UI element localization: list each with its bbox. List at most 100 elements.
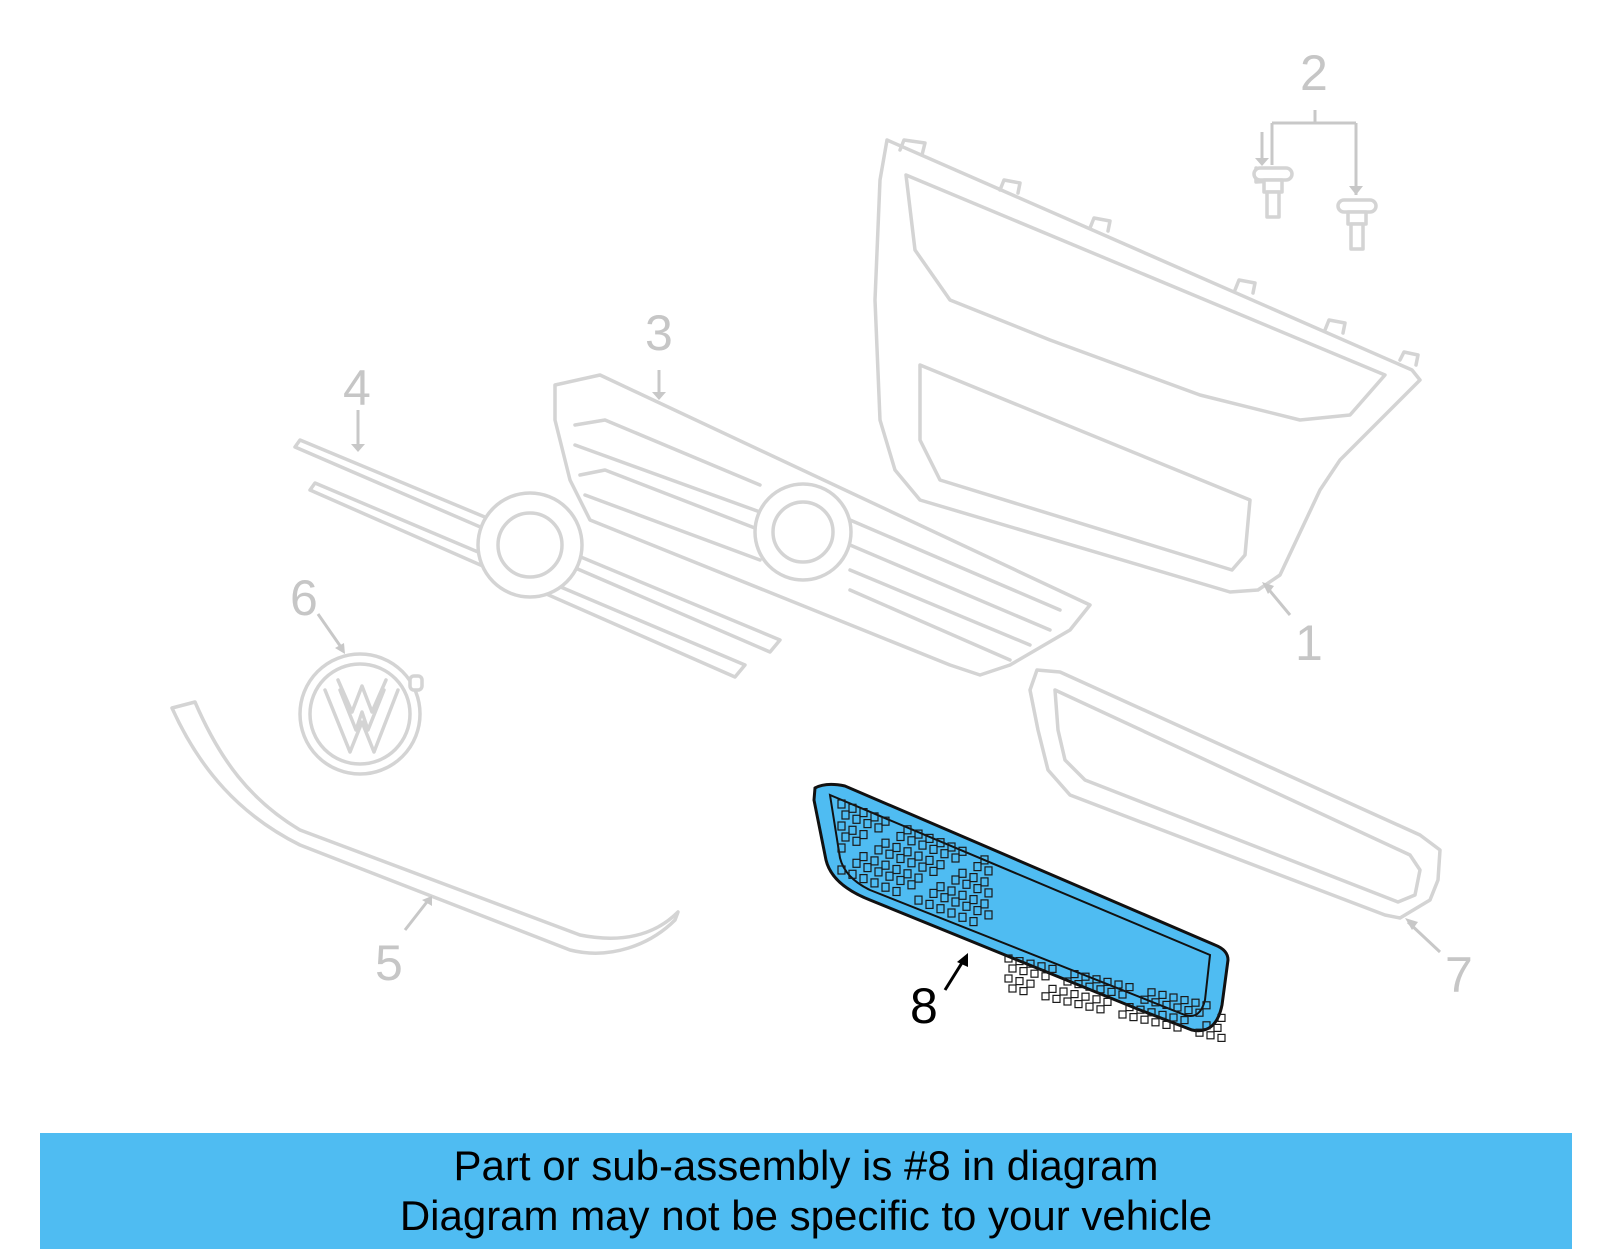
mesh-cell — [1026, 979, 1035, 988]
mesh-cell — [1191, 998, 1200, 1007]
mesh-cell — [918, 840, 927, 850]
mesh-cell — [1074, 979, 1083, 989]
mesh-cell — [841, 810, 850, 820]
mesh-pattern-left — [837, 799, 993, 927]
mesh-cell — [852, 836, 861, 846]
mesh-cell — [929, 866, 938, 877]
part-1-grille-frame — [873, 138, 1422, 594]
mesh-cell — [1114, 980, 1123, 989]
mesh-cell — [980, 899, 989, 909]
mesh-cell — [1081, 972, 1090, 981]
mesh-cell — [947, 842, 956, 852]
mesh-cell — [1162, 1020, 1171, 1030]
part-3-grille — [553, 373, 1092, 677]
mesh-cell — [874, 845, 883, 855]
mesh-cell — [852, 858, 861, 868]
mesh-cell — [885, 849, 894, 859]
mesh-cell — [907, 836, 916, 846]
mesh-cell — [980, 877, 989, 887]
mesh-cell — [1217, 1033, 1226, 1043]
mesh-cell — [951, 853, 960, 863]
mesh-cell — [1151, 998, 1160, 1007]
mesh-cell — [1136, 1005, 1145, 1014]
mesh-cell — [980, 855, 989, 865]
mesh-cell — [1085, 1002, 1094, 1011]
mesh-cell — [863, 862, 872, 873]
mesh-cell — [918, 862, 927, 872]
mesh-cell — [892, 842, 901, 853]
mesh-cell — [848, 803, 857, 813]
mesh-cell — [1118, 990, 1127, 999]
mesh-cell — [1008, 984, 1017, 993]
mesh-cell — [1052, 994, 1061, 1004]
part-4-trim-strips — [293, 438, 782, 679]
mesh-cell — [870, 856, 879, 866]
mesh-cell — [1158, 1010, 1167, 1020]
mesh-cell — [1019, 986, 1028, 996]
mesh-cell — [907, 858, 916, 868]
mesh-cell — [1041, 972, 1050, 981]
mesh-cell — [885, 871, 894, 881]
mesh-cell — [837, 821, 846, 831]
mesh-cell — [1147, 988, 1156, 997]
mesh-pattern-right — [1004, 954, 1226, 1043]
mesh-cell — [1030, 969, 1039, 978]
mesh-cell — [1217, 1013, 1226, 1023]
mesh-cell — [896, 853, 905, 864]
callout-4: 4 — [343, 360, 371, 416]
mesh-cell — [958, 868, 967, 878]
mesh-cell — [914, 873, 923, 883]
mesh-cell — [947, 886, 956, 896]
mesh-cell — [984, 888, 993, 898]
mesh-cell — [1103, 997, 1112, 1007]
mesh-cell — [1147, 1008, 1156, 1017]
mesh-cell — [896, 875, 905, 886]
mesh-cell — [1118, 1010, 1127, 1019]
mesh-cell — [1092, 995, 1101, 1004]
mesh-cell — [951, 875, 960, 885]
mesh-cell — [914, 851, 923, 861]
mesh-cell — [958, 846, 967, 856]
mesh-cell — [936, 860, 945, 870]
mesh-cell — [962, 901, 971, 911]
banner-line-disclaimer: Diagram may not be specific to your vehi… — [399, 1192, 1213, 1239]
mesh-cell — [984, 866, 993, 876]
mesh-cell — [1026, 959, 1035, 968]
mesh-cell — [1140, 1015, 1149, 1024]
mesh-cell — [914, 829, 923, 839]
mesh-cell — [936, 882, 945, 892]
mesh-cell — [1213, 1023, 1222, 1033]
mesh-cell — [969, 894, 978, 905]
mesh-cell — [1151, 1018, 1160, 1027]
part-7-insert-frame — [1028, 668, 1442, 920]
mesh-cell — [1129, 1012, 1138, 1022]
mesh-cell — [1059, 987, 1068, 996]
mesh-cell — [841, 832, 850, 842]
mesh-cell — [859, 829, 868, 840]
mesh-cell — [958, 912, 967, 922]
callout-2: 2 — [1300, 45, 1328, 101]
parts-diagram: 1 2 3 4 5 6 7 8 — [170, 45, 1473, 1043]
mesh-cell — [1180, 1015, 1189, 1025]
mesh-cell — [1081, 992, 1090, 1001]
mesh-cell — [863, 818, 872, 829]
mesh-cell — [907, 880, 916, 890]
mesh-cell — [1041, 992, 1050, 1001]
mesh-cell — [936, 904, 945, 914]
mesh-cell — [973, 883, 982, 894]
mesh-cell — [1206, 1031, 1215, 1040]
mesh-cell — [859, 873, 868, 884]
mesh-cell — [929, 888, 938, 899]
mesh-cell — [1162, 1000, 1171, 1010]
mesh-cell — [1169, 1013, 1178, 1022]
mesh-cell — [892, 864, 901, 875]
mesh-cell — [852, 814, 861, 824]
mesh-cell — [925, 833, 934, 844]
mesh-cell — [881, 882, 890, 892]
callout-1: 1 — [1295, 615, 1323, 671]
callout-5: 5 — [375, 935, 403, 991]
mesh-cell — [929, 844, 938, 855]
mesh-cell — [1096, 985, 1105, 994]
mesh-cell — [984, 910, 993, 920]
mesh-cell — [973, 905, 982, 916]
